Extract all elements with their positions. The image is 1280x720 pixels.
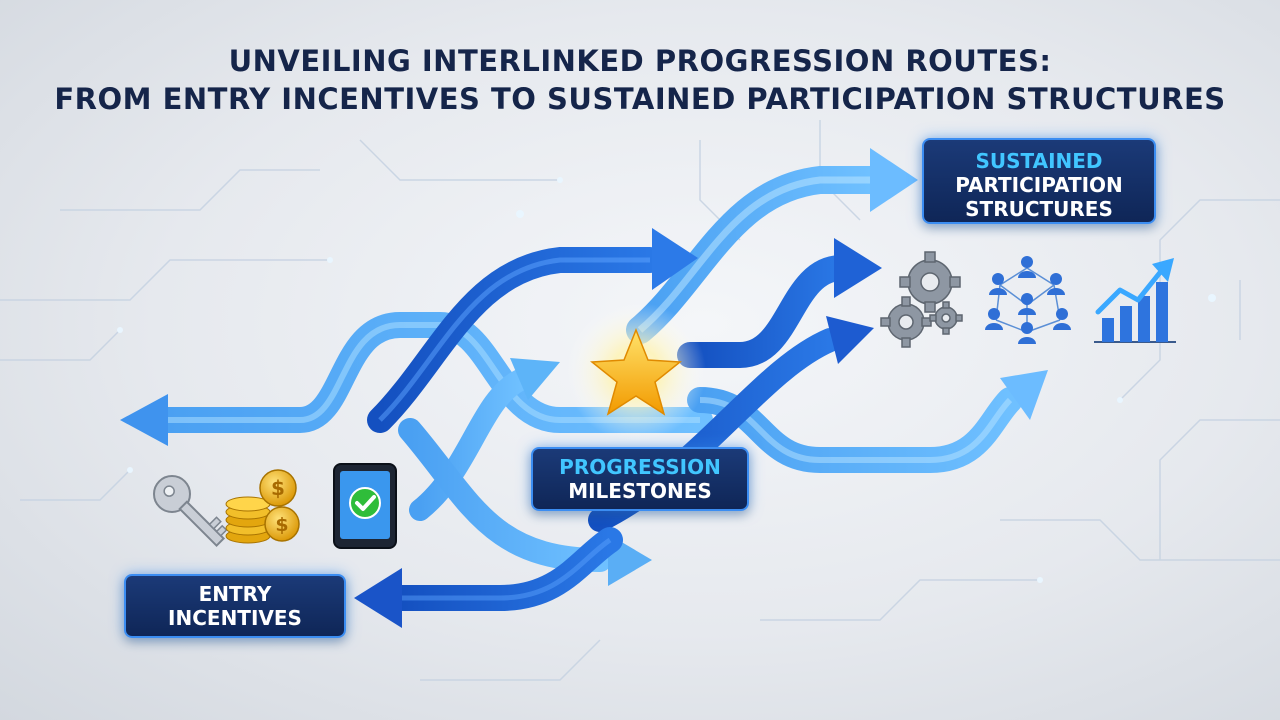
- title-line-2: FROM ENTRY INCENTIVES TO SUSTAINED PARTI…: [54, 82, 1226, 116]
- entry-incentives-label: ENTRY INCENTIVES: [124, 574, 346, 638]
- circuit-glints: [117, 177, 1216, 583]
- dark-arrow-upper-right: [677, 238, 882, 368]
- entry-label-line-2: INCENTIVES: [168, 606, 302, 630]
- title-line-1: UNVEILING INTERLINKED PROGRESSION ROUTES…: [228, 44, 1052, 78]
- network-people-icon: [985, 256, 1071, 344]
- progression-milestones-label: PROGRESSION MILESTONES: [531, 447, 749, 511]
- progression-label-line-2: MILESTONES: [568, 479, 712, 503]
- coins-icon: $ $: [225, 469, 300, 544]
- tablet-check-icon: [333, 463, 397, 549]
- star-icon: [566, 302, 706, 442]
- sustained-label-line-2: PARTICIPATION: [955, 173, 1123, 197]
- progression-label-line-1: PROGRESSION: [559, 455, 721, 479]
- light-arrow-left-loop: [120, 312, 713, 446]
- light-arrow-to-sustained: [626, 148, 918, 344]
- sustained-participation-label: SUSTAINED PARTICIPATION STRUCTURES: [922, 138, 1156, 224]
- sustained-label-line-1: SUSTAINED: [975, 149, 1103, 173]
- dark-arrow-bottom-left: [354, 527, 623, 628]
- svg-text:$: $: [275, 514, 288, 536]
- circuit-lines: [0, 120, 1280, 681]
- key-icon: [153, 475, 228, 548]
- svg-text:$: $: [271, 476, 285, 500]
- growth-chart-icon: [1094, 258, 1176, 343]
- gears-icon: [880, 251, 963, 348]
- light-arrow-to-progression: [409, 358, 560, 521]
- sustained-label-line-3: STRUCTURES: [965, 197, 1113, 221]
- entry-label-line-1: ENTRY: [198, 582, 272, 606]
- dark-arrow-upper-left: [367, 228, 698, 433]
